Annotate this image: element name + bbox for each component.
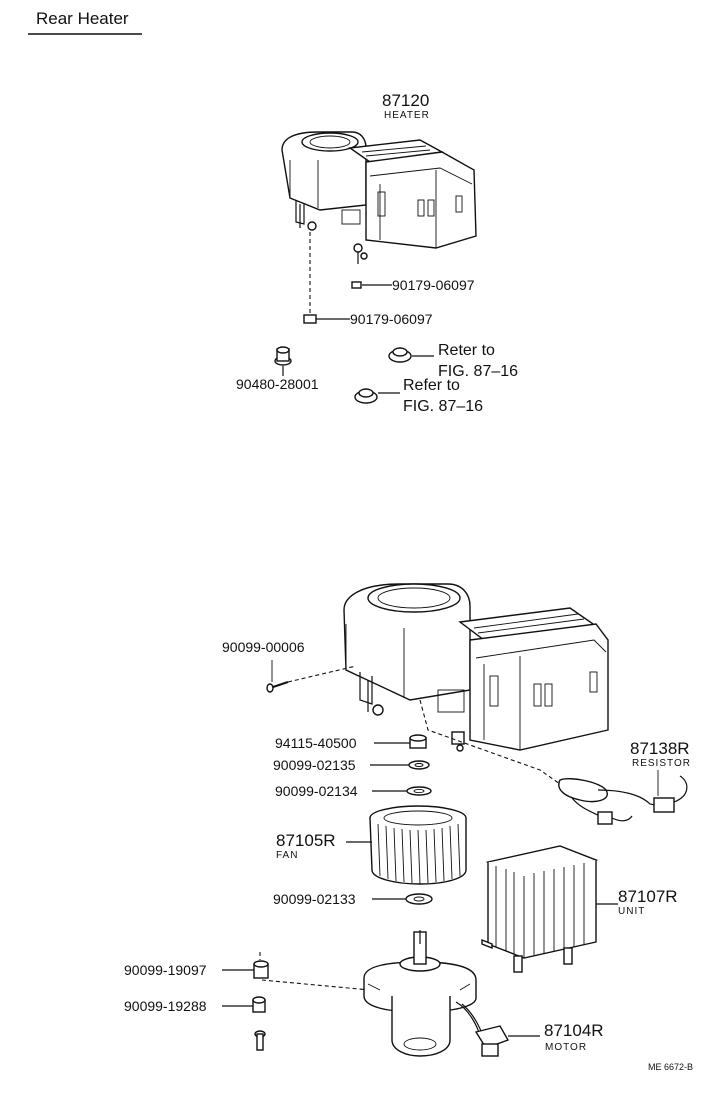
heater-name: HEATER <box>384 110 430 121</box>
washer3-shape <box>405 893 433 905</box>
refer2-line1: Refer to <box>403 377 460 394</box>
washer2-shape <box>406 786 432 796</box>
resistor-shape <box>558 775 688 825</box>
screw-label: 90099-00006 <box>222 639 305 655</box>
screw-dashed-leader <box>287 665 357 683</box>
fan-shape <box>369 805 467 885</box>
nut-a-shape <box>351 281 362 289</box>
unit-shape <box>481 845 599 973</box>
grommet-label: 90480-28001 <box>236 376 319 392</box>
heater-housing-drawing <box>343 583 609 752</box>
motor-dashed-leader <box>259 952 371 991</box>
motor-name: MOTOR <box>545 1042 587 1053</box>
bush-shape <box>253 960 269 979</box>
clip-label: 90099-19288 <box>124 998 207 1014</box>
nut-shape <box>409 734 427 749</box>
refer1-part-shape <box>388 347 412 363</box>
small-screw-shape <box>254 1030 266 1051</box>
refer2-part-shape <box>354 388 378 404</box>
nut-b-label: 90179-06097 <box>350 311 433 327</box>
screw-shape <box>266 681 289 693</box>
unit-name: UNIT <box>618 906 645 917</box>
refer1-line2: FIG. 87–16 <box>438 363 518 380</box>
refer1-line1: Reter to <box>438 342 495 359</box>
washer2-label: 90099-02134 <box>275 783 358 799</box>
nut-b-shape <box>303 314 317 324</box>
refer2-line2: FIG. 87–16 <box>403 398 483 415</box>
resistor-name: RESISTOR <box>632 758 691 769</box>
figure-code: ME 6672-B <box>648 1062 693 1072</box>
fan-name: FAN <box>276 850 298 861</box>
motor-number: 87104R <box>544 1021 604 1040</box>
grommet-shape <box>274 346 292 366</box>
heater-assembly-drawing <box>281 131 477 264</box>
heater-number: 87120 <box>382 91 429 110</box>
harness-dashed-leader <box>419 699 561 785</box>
unit-number: 87107R <box>618 887 678 906</box>
washer1-shape <box>408 760 430 770</box>
resistor-number: 87138R <box>630 739 690 758</box>
fan-number: 87105R <box>276 831 336 850</box>
washer1-label: 90099-02135 <box>273 757 356 773</box>
washer3-label: 90099-02133 <box>273 891 356 907</box>
motor-shape <box>363 930 510 1057</box>
diagram-title: Rear Heater <box>36 9 129 28</box>
nut-a-label: 90179-06097 <box>392 277 475 293</box>
bush-label: 90099-19097 <box>124 962 207 978</box>
nut-label: 94115-40500 <box>275 735 357 751</box>
clip-shape <box>252 996 266 1013</box>
